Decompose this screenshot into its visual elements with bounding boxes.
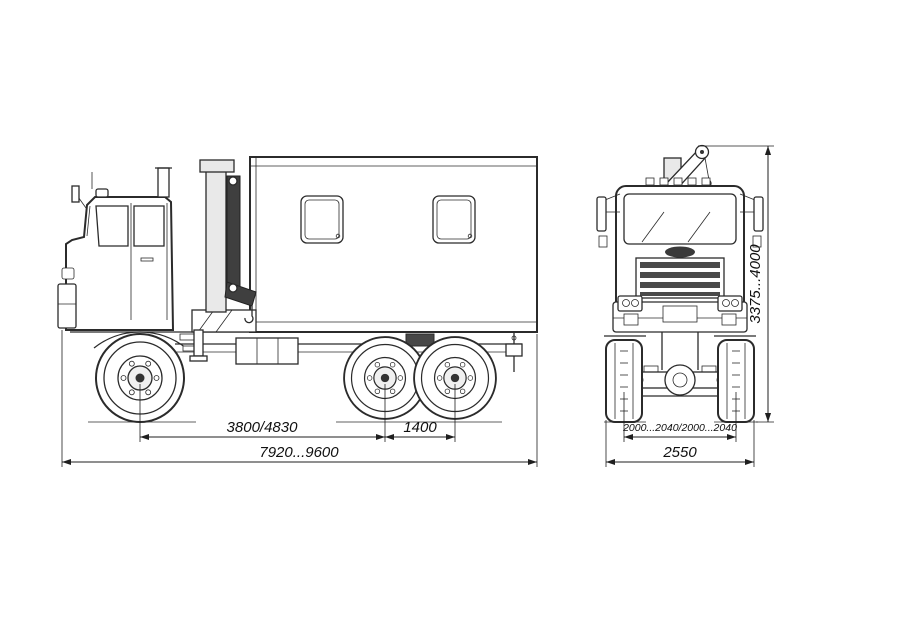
roof-marker-lamp — [645, 177, 655, 186]
roof-marker-lamp — [701, 177, 711, 186]
front-bumper-side — [57, 283, 77, 329]
side-wheels — [88, 333, 502, 423]
spring-left — [643, 365, 659, 373]
cab-side — [57, 167, 201, 352]
door-window — [95, 205, 129, 247]
side-view: 3800/4830 1400 7920...9600 — [57, 156, 538, 467]
wheelbase-dimension-label: 3800/4830 — [227, 419, 299, 436]
box-window-front — [300, 195, 344, 244]
headlight-side — [61, 267, 75, 280]
roof-marker-lamp — [659, 177, 669, 186]
front-view-dimensions: 2000...2040/2000...2040 2550 3375...4000 — [605, 145, 774, 467]
license-plate — [662, 305, 698, 323]
wide-angle-mirror-left — [598, 235, 608, 248]
grille-slat — [640, 262, 720, 268]
door-handle — [140, 257, 154, 262]
grille-slat — [640, 282, 720, 288]
crane-hook — [244, 306, 254, 324]
box-window-rear — [432, 195, 476, 244]
fog-lamp-left — [623, 313, 639, 326]
side-window — [133, 205, 165, 247]
wiper-right — [687, 211, 711, 243]
mirror-side — [71, 185, 80, 203]
side-view-dimensions: 3800/4830 1400 7920...9600 — [61, 330, 538, 467]
cab-front — [596, 177, 764, 333]
overall-length-dimension-label: 7920...9600 — [259, 444, 339, 461]
toolbox — [235, 337, 299, 365]
outrigger-foot — [189, 355, 208, 362]
wiper-left — [641, 211, 665, 243]
front-axle-group — [604, 332, 758, 423]
air-intake-snorkel — [157, 167, 170, 198]
track-widths-dimension-label: 2000...2040/2000...2040 — [622, 422, 737, 434]
wide-angle-mirror-right — [752, 235, 762, 248]
roof-beacon — [95, 188, 109, 198]
box-body — [249, 156, 538, 333]
front-fender-arc — [93, 331, 187, 349]
crane-column — [205, 169, 227, 313]
spring-right — [701, 365, 717, 373]
grille-slat — [640, 292, 720, 296]
fog-lamp-right — [721, 313, 737, 326]
brand-badge — [665, 246, 695, 258]
front-view: 2000...2040/2000...2040 2550 3375...4000 — [596, 144, 774, 467]
mirror-left — [596, 196, 607, 232]
overall-width-dimension-label: 2550 — [662, 444, 697, 461]
differential-housing — [664, 364, 696, 396]
crane-head — [199, 159, 235, 173]
mirror-right — [753, 196, 764, 232]
suspension-hanger — [405, 333, 435, 347]
crane-boom-inner — [226, 175, 241, 289]
roof-marker-lamp — [673, 177, 683, 186]
bogie-spacing-dimension-label: 1400 — [403, 419, 437, 436]
windshield — [623, 193, 737, 245]
roof-marker-lamp — [687, 177, 697, 186]
crane-side — [189, 159, 257, 362]
outrigger-leg — [193, 329, 204, 357]
grille-slat — [640, 272, 720, 278]
overall-height-dimension-label: 3375...4000 — [747, 244, 764, 324]
crane-cable — [704, 157, 710, 181]
